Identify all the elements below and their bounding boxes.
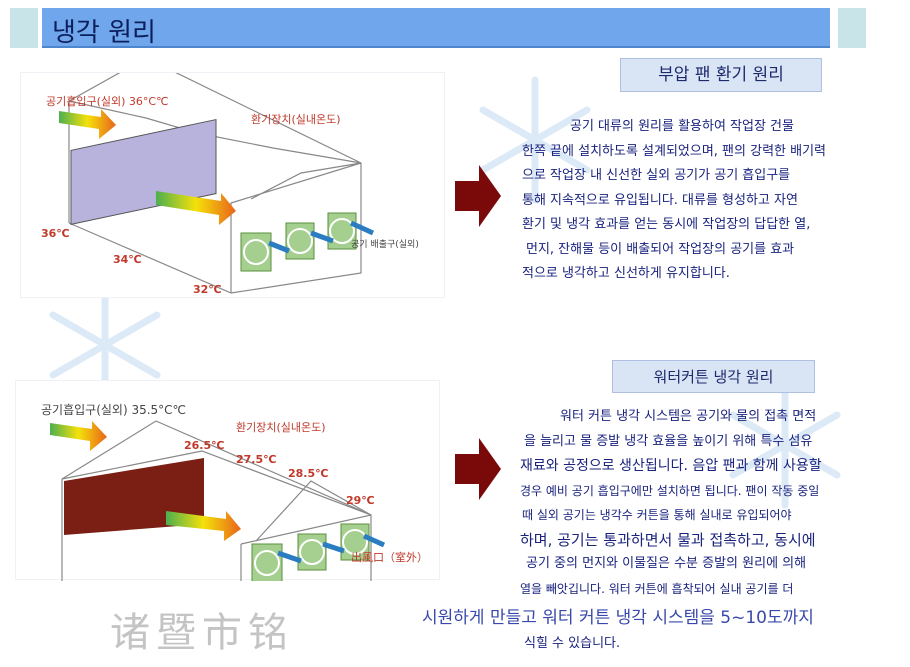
temp-label: 34℃ <box>113 253 142 266</box>
temp-label: 28.5℃ <box>288 467 329 480</box>
text-line: 공기 대류의 원리를 활용하여 작업장 건물 <box>570 119 794 134</box>
outlet-label: 공기 배출구(실외) <box>351 240 419 250</box>
airflow-arrow-icon <box>166 511 241 541</box>
text-line: 경우 예비 공기 흡입구에만 설치하면 됩니다. 팬이 작동 중일 <box>520 483 820 498</box>
device-label: 환기장치(실내온도) <box>236 421 326 434</box>
text-line: 통해 지속적으로 유입됩니다. 대류를 형성하고 자연 <box>522 192 798 208</box>
watermark: 诸暨市铭 <box>110 610 294 656</box>
water-curtain-diagram: 공기흡입구(실외) 35.5°C℃ 환기장치(실내온도) 出風口（室外） 26.… <box>15 380 440 601</box>
temp-label: 36℃ <box>41 227 70 240</box>
text-line: 식힐 수 있습니다. <box>524 636 621 651</box>
page-title: 냉각 원리 <box>52 18 156 48</box>
text-line: 재료와 공정으로 생산됩니다. 음압 팬과 함께 사용할 <box>520 458 822 474</box>
right-arrow-icon <box>455 438 501 500</box>
text-line: 하며, 공기는 통과하면서 물과 접촉하고, 동시에 <box>520 530 816 549</box>
device-label: 환기장치(실내온도) <box>251 113 341 126</box>
temp-label: 26.5℃ <box>184 439 225 452</box>
building-illustration <box>59 57 375 294</box>
temp-label: 32℃ <box>193 283 222 296</box>
inlet-arrow-icon <box>59 109 116 139</box>
section-heading: 워터커튼 냉각 원리 <box>612 360 815 393</box>
building-illustration <box>50 420 386 601</box>
negative-pressure-diagram: 공기흡입구(실외) 36°C℃ 환기장치(실내온도) 공기 배출구(실외) 36… <box>20 57 445 298</box>
section2-description: 워터 커튼 냉각 시스템은 공기와 물의 접촉 면적 을 늘리고 물 증발 냉각… <box>520 405 822 601</box>
inlet-label: 공기흡입구(실외) 36°C℃ <box>46 95 169 108</box>
text-line: 열을 빼앗깁니다. 워터 커튼에 흡착되어 실내 공기를 더 <box>520 581 794 596</box>
decor-square <box>10 8 38 48</box>
snowflake-decoration <box>729 381 841 509</box>
text-line: 적으로 냉각하고 신선하게 유지합니다. <box>522 266 730 281</box>
outlet-label: 出風口（室外） <box>351 551 428 564</box>
text-line: 환기 및 냉각 효과를 얻는 동시에 작업장의 답답한 열, <box>522 217 811 232</box>
right-arrow-icon <box>455 165 501 227</box>
temp-label: 29℃ <box>346 494 375 507</box>
text-line: 한쪽 끝에 설치하도록 설계되었으며, 팬의 강력한 배기력 <box>522 143 827 159</box>
title-bar: 냉각 원리 <box>42 8 830 48</box>
text-line: 공기 중의 먼지와 이물질은 수분 증발의 원리에 의해 <box>526 556 807 571</box>
text-line: 때 실외 공기는 냉각수 커튼을 통해 실내로 유입되어야 <box>522 508 792 522</box>
decor-square <box>838 8 866 48</box>
inlet-arrow-icon <box>50 421 107 451</box>
text-line: 을 늘리고 물 증발 냉각 효율을 높이기 위해 특수 섬유 <box>524 433 813 449</box>
text-line: 먼지, 잔해물 등이 배출되어 작업장의 공기를 효과 <box>526 241 795 257</box>
section-heading: 부압 팬 환기 원리 <box>620 58 822 92</box>
temp-label: 27.5℃ <box>236 453 277 466</box>
text-line: 워터 커튼 냉각 시스템은 공기와 물의 접촉 면적 <box>560 409 817 424</box>
highlight-line: 시원하게 만들고 워터 커튼 냉각 시스템을 5~10도까지 <box>422 608 814 628</box>
snowflake-decoration <box>479 76 591 204</box>
airflow-arrow-icon <box>156 191 236 225</box>
inlet-label: 공기흡입구(실외) 35.5°C℃ <box>41 403 187 417</box>
text-line: 으로 작업장 내 신선한 실외 공기가 공기 흡입구를 <box>522 168 791 183</box>
section1-description: 공기 대류의 원리를 활용하여 작업장 건물 한쪽 끝에 설치하도록 설계되었으… <box>522 115 826 287</box>
